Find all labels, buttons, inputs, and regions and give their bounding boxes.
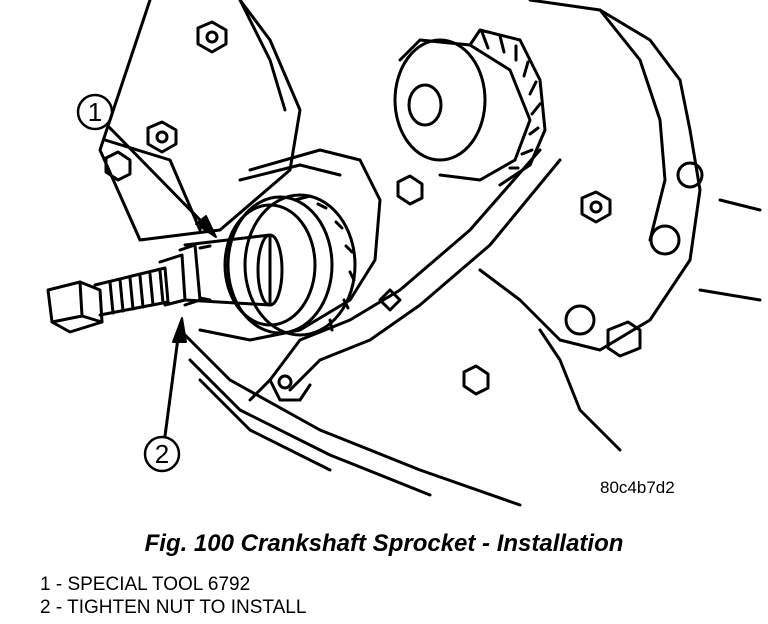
image-code: 80c4b7d2: [600, 478, 675, 497]
callout-1-number: 1: [88, 97, 102, 127]
water-pump-body: [478, 0, 762, 352]
special-tool-6792: [158, 233, 284, 307]
bolt-top-left: [196, 20, 228, 54]
callout-2-number: 2: [155, 439, 169, 469]
callout-2: 2: [143, 317, 187, 473]
threaded-rod: [93, 266, 170, 317]
hex-nut: [46, 280, 104, 334]
bolt-left: [104, 150, 132, 182]
bolt-center: [396, 174, 424, 206]
legend-item-2: 2 - TIGHTEN NUT TO INSTALL: [40, 597, 307, 618]
square-nut: [606, 320, 642, 358]
oil-pump-housing: [198, 148, 382, 342]
engine-illustration: 1 2: [46, 0, 762, 507]
bolt-lower-center: [462, 364, 490, 396]
callout-1: 1: [76, 93, 217, 238]
oil-pan-edge: [178, 328, 622, 507]
crankshaft-sprocket: [223, 193, 357, 337]
bolt-mid-left: [146, 120, 178, 154]
timing-belt-cover: [248, 148, 562, 402]
water-pump-sprocket: [393, 28, 547, 187]
bolt-right: [580, 190, 612, 224]
legend-item-1: 1 - SPECIAL TOOL 6792: [40, 574, 251, 595]
figure-caption: Fig. 100 Crankshaft Sprocket - Installat…: [144, 530, 624, 557]
